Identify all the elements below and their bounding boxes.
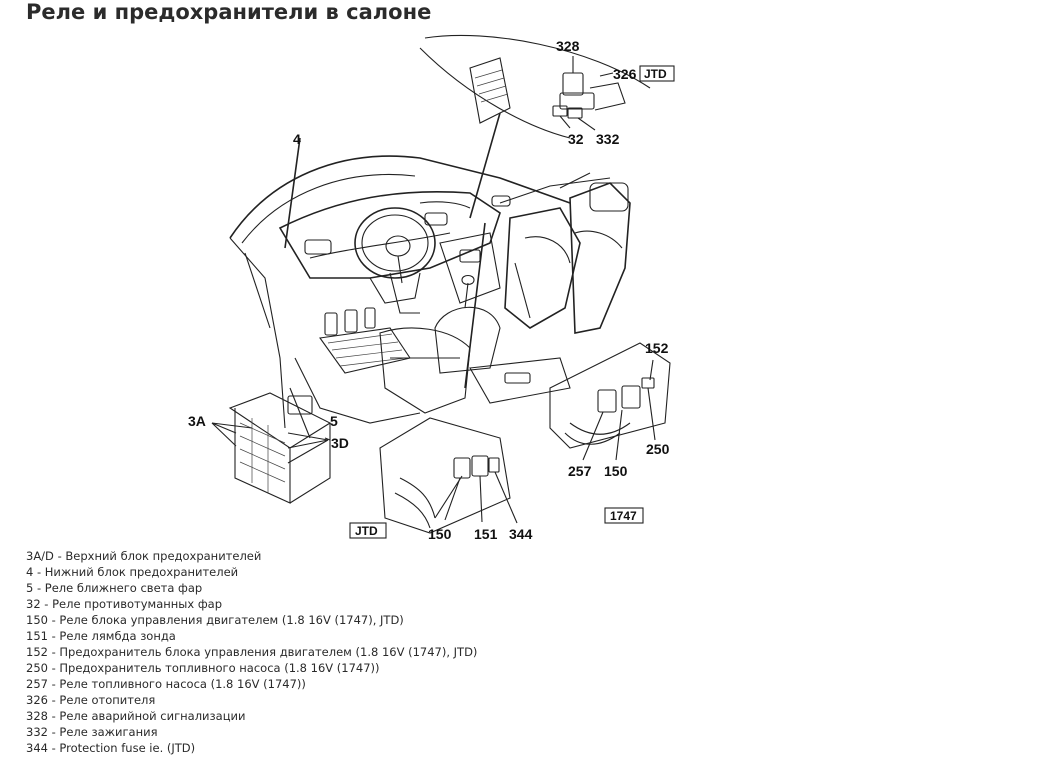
top-inset-relays <box>424 34 651 131</box>
legend-item: 344 - Protection fuse ie. (JTD) <box>26 741 196 755</box>
legend-item: 5 - Реле ближнего света фар <box>26 581 203 595</box>
callout-150-right: 150 <box>604 463 628 479</box>
right-inset-relays <box>549 342 671 461</box>
callout-5: 5 <box>330 413 338 429</box>
legend-list: 3A/D - Верхний блок предохранителей 4 - Н… <box>26 548 477 756</box>
callout-3d: 3D <box>331 435 349 451</box>
callout-151: 151 <box>474 526 498 542</box>
legend-item: 4 - Нижний блок предохранителей <box>26 565 239 579</box>
callout-152: 152 <box>645 340 669 356</box>
callout-326: 326 <box>613 66 637 82</box>
callout-328: 328 <box>556 38 580 54</box>
legend-item: 151 - Реле лямбда зонда <box>26 629 176 643</box>
legend-item: 150 - Реле блока управления двигателем (… <box>26 613 404 627</box>
callout-344: 344 <box>509 526 533 542</box>
callout-4: 4 <box>293 131 301 147</box>
tag-jtd-top: JTD <box>644 67 667 81</box>
tag-1747: 1747 <box>610 509 637 523</box>
legend-item: 32 - Реле противотуманных фар <box>26 597 223 611</box>
callout-257: 257 <box>568 463 592 479</box>
legend-item: 326 - Реле отопителя <box>26 693 156 707</box>
callout-250: 250 <box>646 441 670 457</box>
tag-jtd-bottom: JTD <box>355 524 378 538</box>
legend-item: 152 - Предохранитель блока управления дв… <box>26 645 478 659</box>
callout-3a: 3A <box>188 413 206 429</box>
legend-item: 332 - Реле зажигания <box>26 725 158 739</box>
legend-item: 257 - Реле топливного насоса (1.8 16V (1… <box>26 677 306 691</box>
callout-332: 332 <box>596 131 620 147</box>
bottom-inset-relays <box>379 417 518 534</box>
callout-32: 32 <box>568 131 584 147</box>
left-inset-fuse-block <box>211 392 332 504</box>
callout-150-bottom: 150 <box>428 526 452 542</box>
legend-item: 328 - Реле аварийной сигнализации <box>26 709 246 723</box>
fuse-relay-diagram: 328 326 32 332 4 3A 5 3D 152 257 150 250… <box>188 34 675 542</box>
legend-item: 250 - Предохранитель топливного насоса (… <box>26 661 380 675</box>
legend-item: 3A/D - Верхний блок предохранителей <box>26 549 262 563</box>
page-title: Реле и предохранители в салоне <box>26 0 432 24</box>
car-interior-drawing <box>229 47 631 439</box>
